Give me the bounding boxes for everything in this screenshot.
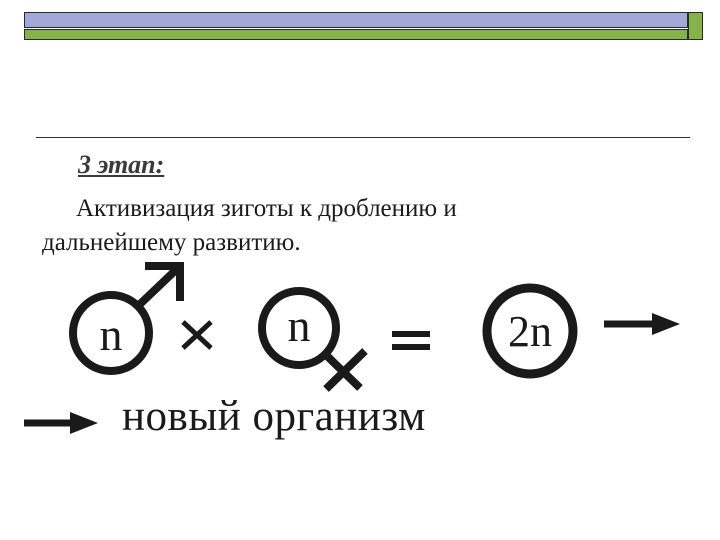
male-symbol-icon [69,262,184,375]
header-bar-bottom [24,29,688,40]
zygote-icon [482,283,578,379]
equals-icon [392,331,430,350]
stage-description: Активизация зиготы к дроблению и дальней… [42,195,457,256]
stage-title: 3 этап: [78,150,165,179]
result-text: новый организм [122,393,426,440]
female-gamete-label: n [288,300,311,351]
header-bar-top [24,12,688,28]
cross-icon [181,320,213,350]
zygote-label: 2n [508,307,552,356]
arrow-right-icon [604,313,680,335]
title-divider [36,137,690,138]
female-symbol-icon [258,287,368,392]
arrow-right-icon [24,412,98,434]
male-gamete-label: n [100,309,123,360]
header-bar-cap [688,12,703,40]
